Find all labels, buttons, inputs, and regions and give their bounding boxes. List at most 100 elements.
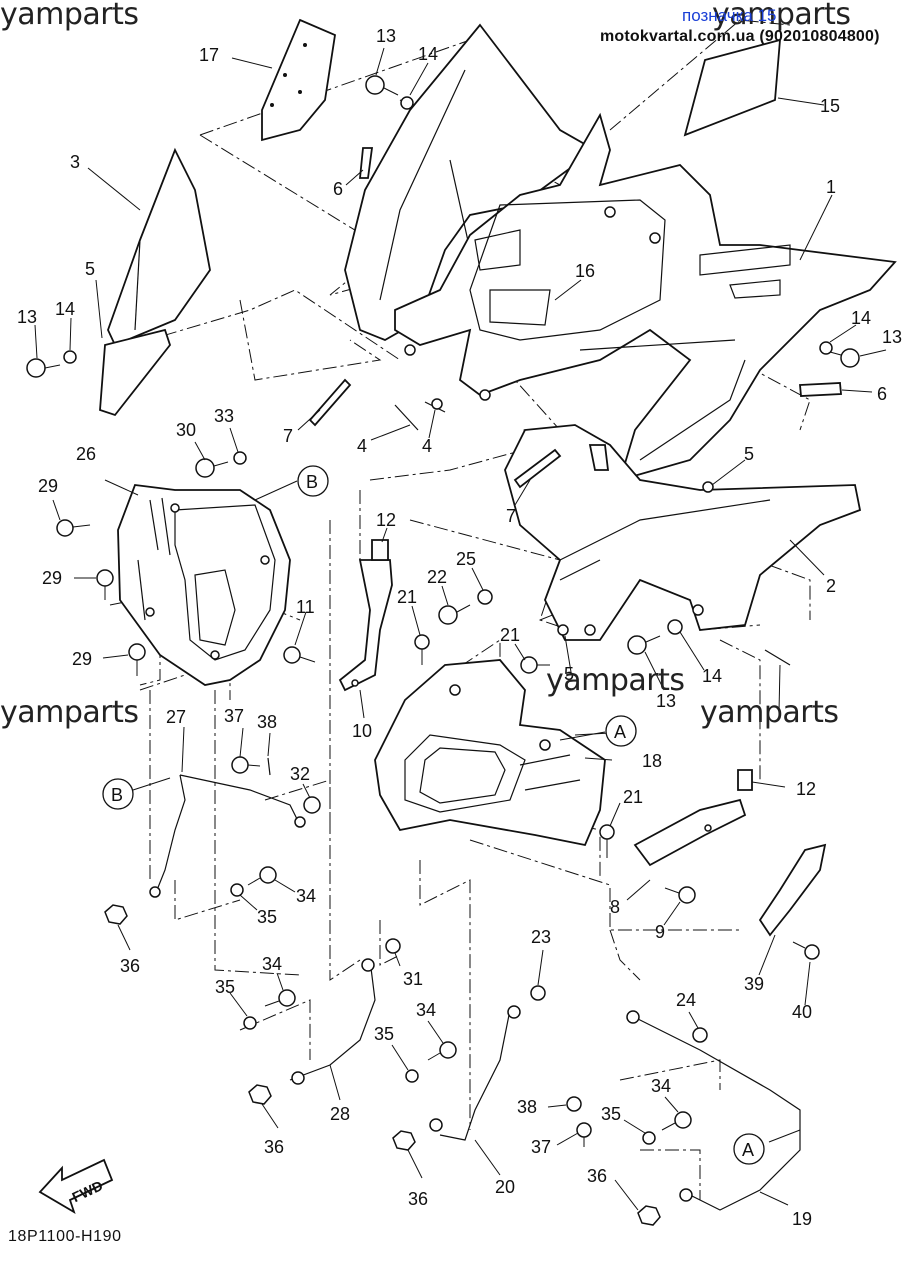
callout-14d: 14 xyxy=(702,666,722,686)
callout-39: 39 xyxy=(744,974,764,994)
part-12-clip-upper xyxy=(371,539,389,561)
part-18-lower-panel xyxy=(374,659,606,847)
callout-14a: 14 xyxy=(418,44,438,64)
part-28-stay xyxy=(289,958,376,1085)
part-10-bracket xyxy=(338,559,393,692)
callout-35b: 35 xyxy=(215,977,235,997)
callout-21a: 21 xyxy=(397,587,417,607)
watermark-mid-center: yamparts xyxy=(546,663,685,698)
callout-36a: 36 xyxy=(120,956,140,976)
mark-link[interactable]: позначка 15 xyxy=(682,6,777,25)
watermark-top-right: yamparts xyxy=(712,0,851,32)
reference-markers: A A B B xyxy=(102,465,765,1165)
part-12-clip-lower xyxy=(737,769,753,791)
callout-4b: 4 xyxy=(422,436,432,456)
leader-lines xyxy=(34,47,887,1211)
callout-5a: 5 xyxy=(85,259,95,279)
callout-16: 16 xyxy=(575,261,595,281)
callout-12b: 12 xyxy=(796,779,816,799)
part-26-inner-cowl xyxy=(117,484,291,686)
callout-35a: 35 xyxy=(257,907,277,927)
callout-20: 20 xyxy=(495,1177,515,1197)
callout-29c: 29 xyxy=(72,649,92,669)
callout-35d: 35 xyxy=(601,1104,621,1124)
callout-30: 30 xyxy=(176,420,196,440)
callout-35c: 35 xyxy=(374,1024,394,1044)
callout-40: 40 xyxy=(792,1002,812,1022)
callout-8: 8 xyxy=(610,897,620,917)
callout-36d: 36 xyxy=(587,1166,607,1186)
callout-14c: 14 xyxy=(851,308,871,328)
ref-a-upper: A xyxy=(614,722,626,742)
callout-23: 23 xyxy=(531,927,551,947)
callout-13a: 13 xyxy=(376,26,396,46)
ref-b-lower: B xyxy=(111,785,123,805)
ref-a-lower: A xyxy=(742,1140,754,1160)
diagram-code: 18P1100-H190 xyxy=(8,1228,122,1245)
callout-24: 24 xyxy=(676,990,696,1010)
part-17-label-sticker xyxy=(261,18,336,142)
fwd-arrow-icon: FWD xyxy=(38,1158,114,1214)
callout-11: 11 xyxy=(296,597,315,617)
watermark-mid-right: yamparts xyxy=(700,695,839,730)
callout-19: 19 xyxy=(792,1209,812,1229)
callout-34b: 34 xyxy=(262,954,282,974)
callout-26: 26 xyxy=(76,444,96,464)
callout-37b: 37 xyxy=(531,1137,551,1157)
callout-36c: 36 xyxy=(408,1189,428,1209)
callout-17: 17 xyxy=(199,45,219,65)
callout-13d: 13 xyxy=(656,691,676,711)
callout-34d: 34 xyxy=(651,1076,671,1096)
callout-34c: 34 xyxy=(416,1000,436,1020)
callout-5c: 5 xyxy=(564,664,574,684)
callout-6a: 6 xyxy=(333,179,343,199)
callout-21b: 21 xyxy=(500,625,520,645)
callout-38b: 38 xyxy=(517,1097,537,1117)
callout-4a: 4 xyxy=(357,436,367,456)
callout-labels: 1 2 3 4 4 5 5 5 6 6 7 7 8 9 10 11 12 12 … xyxy=(17,26,902,1229)
site-watermark: motokvartal.com.ua (902010804800) xyxy=(600,28,880,45)
callout-13b: 13 xyxy=(17,307,37,327)
part-5-panel-bracket xyxy=(99,328,172,417)
part-1-upper-cowling xyxy=(394,112,897,482)
callout-2: 2 xyxy=(826,576,836,596)
part-27-stay xyxy=(149,774,306,898)
callout-9: 9 xyxy=(655,922,665,942)
callout-1: 1 xyxy=(826,177,836,197)
callout-28: 28 xyxy=(330,1104,350,1124)
callout-5b: 5 xyxy=(744,444,754,464)
part-2-side-cowling xyxy=(504,424,862,641)
callout-29a: 29 xyxy=(38,476,58,496)
callout-6b: 6 xyxy=(877,384,887,404)
part-8-stay xyxy=(633,798,747,867)
part-20-stay xyxy=(429,1005,521,1141)
callout-33: 33 xyxy=(214,406,234,426)
callout-7a: 7 xyxy=(283,426,293,446)
callout-3: 3 xyxy=(70,152,80,172)
part-39-cover xyxy=(758,843,827,937)
callout-12a: 12 xyxy=(376,510,396,530)
callout-14b: 14 xyxy=(55,299,75,319)
callout-13c: 13 xyxy=(882,327,902,347)
callout-37a: 37 xyxy=(224,706,244,726)
callout-32: 32 xyxy=(290,764,310,784)
callout-10: 10 xyxy=(352,721,372,741)
watermark-mid-left: yamparts xyxy=(0,695,139,730)
callout-15: 15 xyxy=(820,96,840,116)
callout-25: 25 xyxy=(456,549,476,569)
callout-7b: 7 xyxy=(506,506,516,526)
callout-36b: 36 xyxy=(264,1137,284,1157)
part-3-windshield-panel xyxy=(107,147,211,347)
callout-21c: 21 xyxy=(623,787,643,807)
callout-34a: 34 xyxy=(296,886,316,906)
callout-38a: 38 xyxy=(257,712,277,732)
callout-18: 18 xyxy=(642,751,662,771)
callout-22: 22 xyxy=(427,567,447,587)
part-15-label-sticker xyxy=(683,38,782,137)
ref-b-upper: B xyxy=(306,472,318,492)
hardware xyxy=(26,75,860,1226)
callout-29b: 29 xyxy=(42,568,62,588)
callout-27: 27 xyxy=(166,707,186,727)
part-19-stay xyxy=(626,1010,801,1211)
